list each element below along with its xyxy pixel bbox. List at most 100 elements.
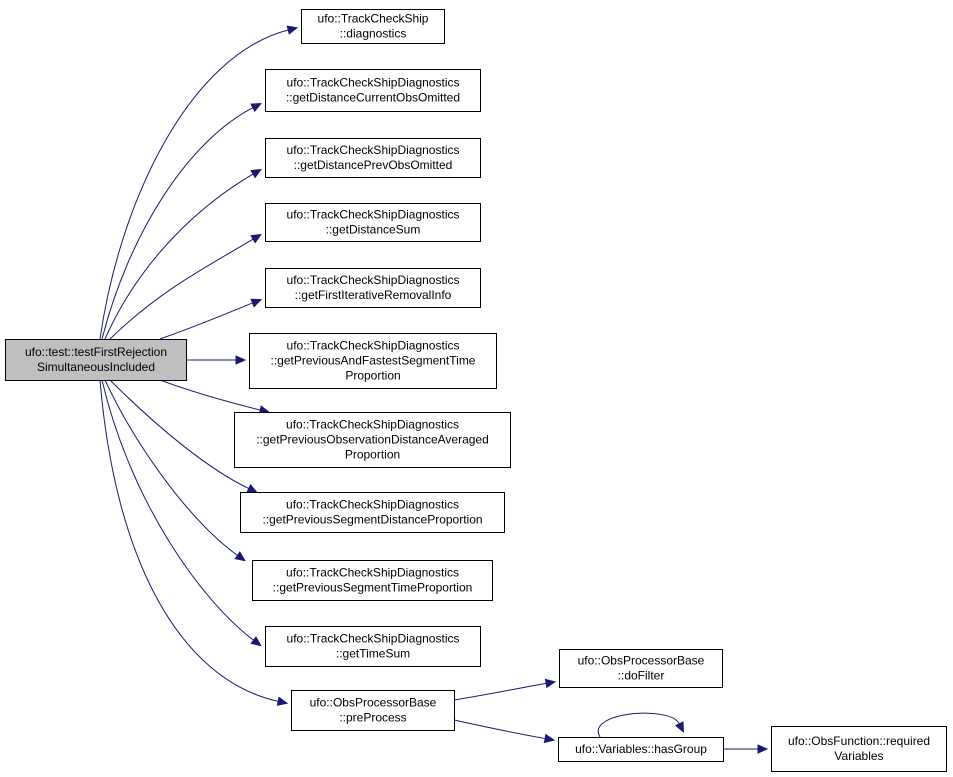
- node-n1[interactable]: ufo::TrackCheckShip::diagnostics: [301, 9, 445, 44]
- arrow-head-icon: [246, 484, 259, 493]
- edge-n11-n12: [453, 678, 557, 701]
- node-box: [559, 649, 723, 688]
- arrow-head-icon: [234, 551, 246, 562]
- node-label-line: ufo::TrackCheckShipDiagnostics: [287, 76, 460, 90]
- node-label-line: ufo::TrackCheckShipDiagnostics: [287, 143, 460, 157]
- node-box: [265, 138, 481, 178]
- arrow-head-icon: [250, 636, 262, 647]
- node-label-line: ufo::TrackCheckShipDiagnostics: [286, 498, 459, 512]
- node-box: [771, 726, 947, 772]
- node-label-line: ufo::ObsProcessorBase: [310, 696, 437, 710]
- nodes-layer: ufo::test::testFirstRejectionSimultaneou…: [5, 9, 947, 772]
- node-box: [291, 690, 455, 731]
- edge-line: [159, 302, 253, 340]
- node-box: [265, 268, 481, 308]
- node-n6[interactable]: ufo::TrackCheckShipDiagnostics::getPrevi…: [249, 333, 497, 389]
- arrow-head-icon: [286, 25, 299, 35]
- node-label-line: ufo::TrackCheckShipDiagnostics: [287, 273, 460, 287]
- node-label-line: ::getPreviousAndFastestSegmentTime: [271, 354, 476, 368]
- node-label-line: ::getFirstIterativeRemovalInfo: [295, 288, 452, 302]
- node-box: [5, 339, 187, 381]
- node-n12[interactable]: ufo::ObsProcessorBase::doFilter: [559, 649, 723, 688]
- node-box: [301, 9, 445, 44]
- arrow-head-icon: [250, 298, 263, 308]
- arrow-head-icon: [235, 355, 247, 365]
- arrow-head-icon: [250, 233, 262, 244]
- node-label-line: ufo::TrackCheckShipDiagnostics: [287, 632, 460, 646]
- edge-root-n9: [104, 379, 246, 562]
- node-n10[interactable]: ufo::TrackCheckShipDiagnostics::getTimeS…: [265, 626, 481, 667]
- edge-root-n1: [99, 25, 299, 340]
- node-label-line: ::doFilter: [618, 669, 665, 683]
- edge-n11-n13: [453, 719, 556, 744]
- node-box: [240, 492, 505, 533]
- edge-n13-n14: [722, 744, 769, 754]
- edge-root-n5: [159, 298, 263, 340]
- edge-line: [109, 379, 249, 489]
- edge-line: [99, 379, 279, 702]
- node-label-line: ufo::test::testFirstRejection: [25, 345, 167, 359]
- edge-n13-n13: [597, 712, 684, 738]
- node-n9[interactable]: ufo::TrackCheckShipDiagnostics::getPrevi…: [252, 560, 493, 601]
- edge-line: [453, 719, 546, 740]
- edge-line: [99, 29, 289, 340]
- node-box: [249, 333, 497, 389]
- node-label-line: ufo::TrackCheckShipDiagnostics: [287, 208, 460, 222]
- node-box: [265, 203, 481, 242]
- node-label-line: Proportion: [345, 369, 400, 383]
- edge-root-n3: [104, 168, 262, 340]
- node-box: [265, 69, 481, 112]
- edges-layer: [99, 25, 769, 754]
- node-label-line: ufo::TrackCheckShipDiagnostics: [286, 418, 459, 432]
- node-label-line: Proportion: [345, 448, 400, 462]
- edge-line: [597, 712, 680, 738]
- edge-root-n4: [109, 233, 262, 340]
- node-label-line: Variables: [834, 749, 883, 763]
- edge-root-n2: [101, 102, 262, 340]
- edge-line: [101, 379, 254, 641]
- node-label-line: ufo::Variables::hasGroup: [575, 742, 707, 756]
- node-label-line: ufo::TrackCheckShipDiagnostics: [286, 566, 459, 580]
- node-n11[interactable]: ufo::ObsProcessorBase::preProcess: [291, 690, 455, 731]
- edge-line: [101, 107, 254, 340]
- node-label-line: ::getPreviousSegmentDistanceProportion: [262, 513, 482, 527]
- node-n13[interactable]: ufo::Variables::hasGroup: [558, 737, 724, 762]
- node-label-line: ufo::TrackCheckShipDiagnostics: [287, 339, 460, 353]
- node-root[interactable]: ufo::test::testFirstRejectionSimultaneou…: [5, 339, 187, 381]
- edge-line: [159, 379, 261, 411]
- node-box: [265, 626, 481, 667]
- arrow-head-icon: [544, 678, 557, 689]
- edge-line: [453, 682, 547, 701]
- node-label-line: ::getDistanceCurrentObsOmitted: [286, 91, 460, 105]
- node-n2[interactable]: ufo::TrackCheckShipDiagnostics::getDista…: [265, 69, 481, 112]
- node-n5[interactable]: ufo::TrackCheckShipDiagnostics::getFirst…: [265, 268, 481, 308]
- node-label-line: ::diagnostics: [340, 27, 407, 41]
- node-n7[interactable]: ufo::TrackCheckShipDiagnostics::getPrevi…: [234, 412, 511, 468]
- arrow-head-icon: [250, 102, 262, 113]
- arrow-head-icon: [674, 721, 684, 733]
- edge-line: [109, 238, 254, 340]
- arrow-head-icon: [543, 733, 556, 744]
- node-label-line: ::getDistancePrevObsOmitted: [294, 158, 453, 172]
- node-n4[interactable]: ufo::TrackCheckShipDiagnostics::getDista…: [265, 203, 481, 242]
- edge-root-n6: [186, 355, 247, 365]
- node-box: [558, 737, 724, 762]
- node-box: [252, 560, 493, 601]
- node-label-line: ::getPreviousSegmentTimeProportion: [273, 581, 473, 595]
- node-n8[interactable]: ufo::TrackCheckShipDiagnostics::getPrevi…: [240, 492, 505, 533]
- arrow-head-icon: [276, 696, 289, 706]
- node-label-line: ::getDistanceSum: [326, 223, 421, 237]
- arrow-head-icon: [250, 168, 262, 179]
- node-n3[interactable]: ufo::TrackCheckShipDiagnostics::getDista…: [265, 138, 481, 178]
- edge-root-n11: [99, 379, 289, 706]
- node-label-line: ufo::ObsProcessorBase: [578, 654, 705, 668]
- edge-line: [104, 173, 254, 340]
- edge-line: [104, 379, 238, 556]
- node-label-line: ufo::ObsFunction::required: [788, 734, 930, 748]
- node-label-line: ::getPreviousObservationDistanceAveraged: [256, 433, 489, 447]
- node-label-line: SimultaneousIncluded: [37, 360, 155, 374]
- node-box: [234, 412, 511, 468]
- edge-root-n10: [101, 379, 262, 647]
